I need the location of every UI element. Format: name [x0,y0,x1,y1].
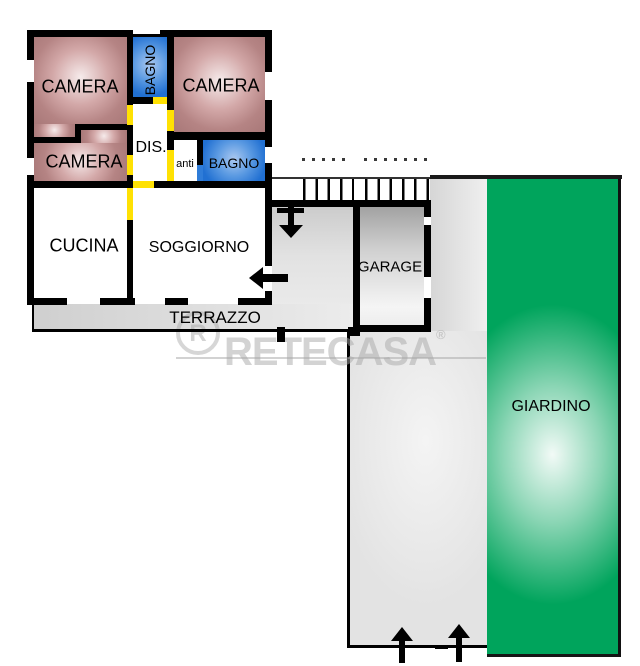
label-anti: anti [176,158,194,170]
window-left-lower [27,158,34,175]
room-camera-top-right [174,37,265,132]
wall-camtr-bottom [167,132,272,140]
label-disimpegno: DIS. [135,139,167,156]
door-bagno-top [153,97,167,104]
dashed-line-left [302,158,352,161]
room-camera-mid-left-ext [81,130,127,143]
wall-dis-camtr-lower [167,131,174,150]
outer-wall-bottom-seg2 [100,298,135,305]
label-cucina: CUCINA [49,235,119,256]
opening-cucina-soggiorno [127,188,133,220]
label-bagno-top: BAGNO [142,44,158,96]
wall-anti-bagno-divider [197,140,203,165]
stairs-down-arrow-head [279,225,303,238]
dashed-line-right [364,158,430,161]
room-camera-top-left [34,37,127,124]
door-anti-bagno [197,165,203,181]
garage-wall-left [353,200,360,332]
label-garage: GARAGE [357,258,423,276]
wall-bagno-anti-bottom [154,181,272,188]
door-camtr [167,110,174,131]
outer-wall-bottom-seg1 [27,298,67,305]
wall-step-connector [75,124,81,143]
driveway-arrow-1-head [391,627,413,641]
room-bagno-top [133,37,167,97]
wall-bagno-bottom [127,97,153,104]
room-camera-top-left-ext [34,124,75,137]
outer-wall-bottom-seg3 [165,298,188,305]
garage-door-gap-lower [424,277,431,298]
label-camera-top-right: CAMERA [182,75,260,96]
terrace-driveway-junction [348,327,360,336]
wall-dis-camtr-upper [167,37,174,110]
wall-camml-bottom [27,181,133,188]
stair-treads-right [365,179,430,202]
door-camtl [127,105,133,125]
landing-top-wall [267,200,430,207]
garden-area [487,179,621,657]
side-path-area [430,179,487,331]
terrace-bottom-line [32,329,358,332]
outer-wall-bottom-seg4 [238,298,272,305]
registered-trademark-symbol: ® [436,327,446,342]
driveway-arrow-2-shaft [456,638,462,662]
door-dis-anti [167,150,174,181]
entrance-arrow-head [249,267,263,289]
terrace-left-edge [32,304,34,331]
terrace-wall-stub [277,327,285,342]
label-camera-top-left: CAMERA [41,76,119,97]
garage-wall-right [424,200,431,332]
stairs-down-arrow-shaft [288,203,294,225]
window-left-upper [27,60,34,82]
room-camera-mid-left [34,143,127,181]
outer-wall-right [265,30,272,305]
room-bagno-right [203,140,265,181]
entrance-arrow-shaft [263,274,288,282]
watermark-logo-circle: R [176,311,220,355]
label-camera-mid-left: CAMERA [45,151,123,172]
stair-treads-left [303,179,354,202]
window-right-upper [265,72,272,100]
wall-camtl-dis [127,125,133,155]
watermark-underline [176,357,486,359]
driveway-threshold-dash [435,645,448,649]
watermark-brand: RETECASA® [224,312,446,375]
watermark-brand-text: RETECASA [224,330,437,374]
garage-room [360,207,424,325]
wall-camtl-bagno [127,37,133,105]
label-giardino: GIARDINO [511,398,591,415]
label-bagno-right: BAGNO [208,155,260,171]
window-right-bagno [265,147,272,163]
garage-door-gap-upper [424,217,431,225]
watermark-logo-letter: R [189,320,207,347]
door-dis-soggiorno [133,181,154,188]
driveway-arrow-1-shaft [399,641,405,663]
driveway-area [347,331,487,648]
label-terrazzo: TERRAZZO [169,308,261,327]
driveway-arrow-2-head [448,624,470,638]
window-top-bagno [133,28,160,34]
wall-step-a [34,137,80,143]
garden-top-boundary [430,175,622,179]
wall-step-b [75,124,133,130]
wall-cucina-soggiorno [127,220,133,298]
garage-wall-bottom [353,325,431,332]
stairs-top-line [267,177,430,179]
label-soggiorno: SOGGIORNO [148,239,250,256]
door-camml [127,155,133,175]
